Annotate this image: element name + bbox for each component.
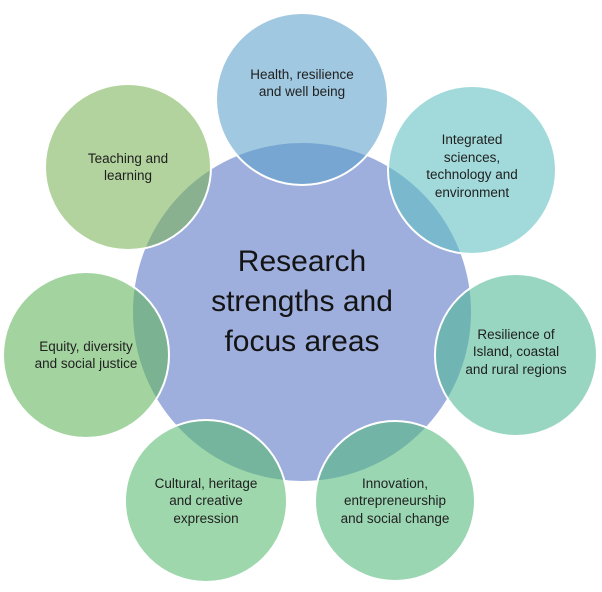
node-cultural-circle: Cultural, heritage and creative expressi… (124, 419, 288, 583)
node-teaching-circle: Teaching and learning (44, 83, 212, 251)
node-resilience-regions-circle: Resilience of Island, coastal and rural … (434, 273, 598, 437)
node-equity-circle: Equity, diversity and social justice (2, 271, 170, 439)
node-innovation-circle: Innovation, entrepreneurship and social … (314, 420, 476, 582)
node-cultural-label: Cultural, heritage and creative expressi… (154, 475, 258, 526)
node-resilience-regions-label: Resilience of Island, coastal and rural … (465, 326, 567, 377)
node-integrated-sciences-label: Integrated sciences, technology and envi… (426, 132, 518, 200)
center-hub-label: Research strengths and focus areas (211, 245, 393, 358)
node-equity-label: Equity, diversity and social justice (34, 338, 138, 372)
node-health-label: Health, resilience and well being (250, 66, 354, 100)
node-teaching-label: Teaching and learning (87, 150, 169, 184)
node-innovation-label: Innovation, entrepreneurship and social … (340, 475, 450, 526)
node-integrated-sciences-circle: Integrated sciences, technology and envi… (387, 85, 557, 255)
node-health-circle: Health, resilience and well being (215, 12, 389, 186)
